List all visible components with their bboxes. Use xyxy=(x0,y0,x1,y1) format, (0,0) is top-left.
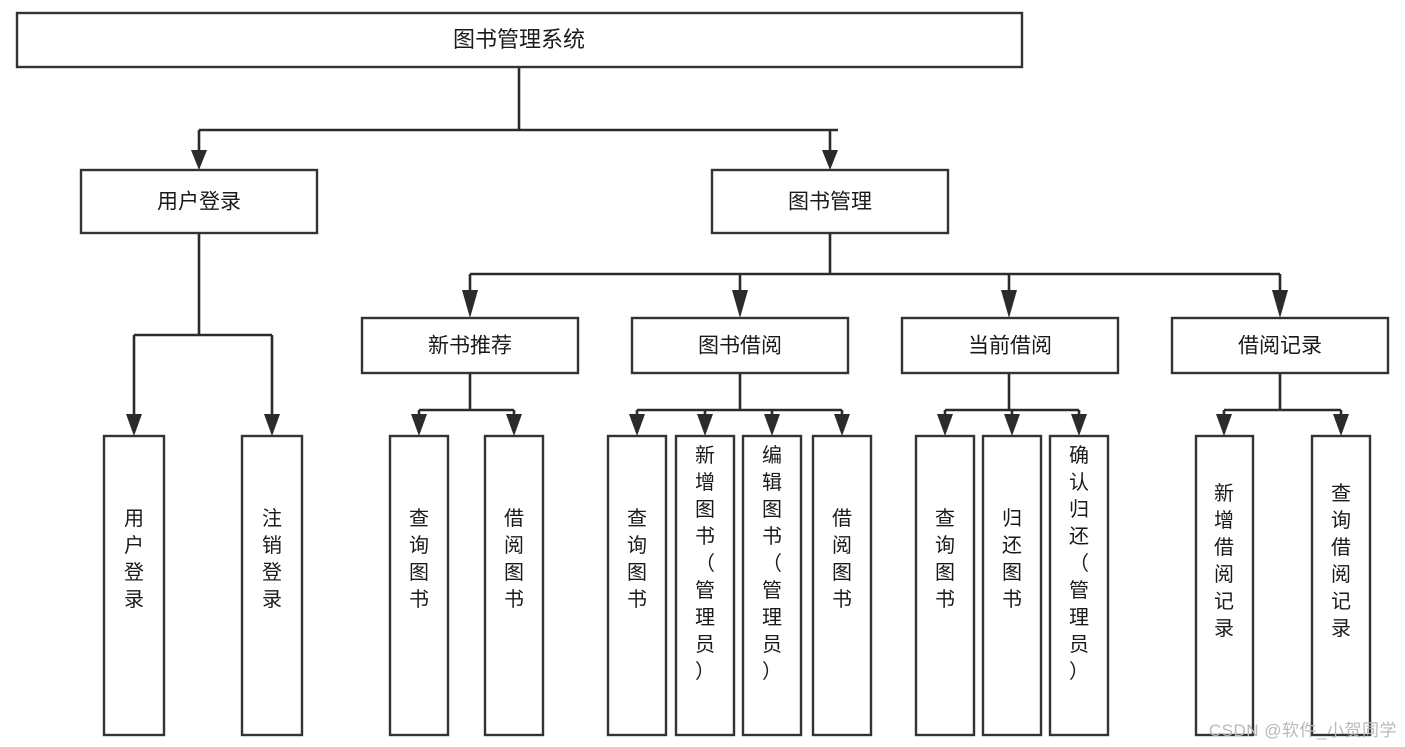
node-borrow-record[interactable]: 借阅记录 xyxy=(1170,316,1390,375)
node-leaf-user-login[interactable]: 用户登录 xyxy=(102,434,166,737)
arrowhead-leaf-borrow-book-1 xyxy=(506,414,522,436)
connector-book-management-to-level3 xyxy=(462,233,1288,318)
connector-borrow-record-to-leaves xyxy=(1216,373,1349,436)
arrowhead-leaf-query-book-2 xyxy=(629,414,645,436)
node-leaf-add-record-box[interactable] xyxy=(1194,434,1255,737)
arrowhead-user-login xyxy=(191,150,207,170)
connector-layer xyxy=(126,67,1349,436)
arrowhead-leaf-query-book-3 xyxy=(937,414,953,436)
connector-current-borrow-to-leaves xyxy=(937,373,1087,436)
node-leaf-add-book[interactable]: 新增图书（管理员） xyxy=(674,434,736,737)
node-leaf-borrow-book-2-label: 借阅图书 xyxy=(832,507,852,611)
node-leaf-user-logout[interactable]: 注销登录 xyxy=(240,434,304,737)
node-user-login-box[interactable] xyxy=(79,168,319,235)
node-leaf-user-logout-label: 注销登录 xyxy=(262,507,282,611)
node-current-borrow-label: 当前借阅 xyxy=(968,335,1052,358)
node-leaf-confirm-return-box[interactable] xyxy=(1048,434,1110,737)
arrowhead-leaf-confirm-return xyxy=(1071,414,1087,436)
node-leaf-add-record-label: 新增借阅记录 xyxy=(1214,482,1234,640)
connector-root-to-level2 xyxy=(191,67,838,170)
arrowhead-leaf-query-book-1 xyxy=(411,414,427,436)
node-borrow-record-label: 借阅记录 xyxy=(1238,335,1322,358)
arrowhead-leaf-add-record xyxy=(1216,414,1232,436)
node-leaf-query-book-1-label: 查询图书 xyxy=(409,507,429,611)
connector-user-login-to-leaves xyxy=(126,233,280,436)
arrowhead-leaf-edit-book xyxy=(764,414,780,436)
node-leaf-borrow-book-2-box[interactable] xyxy=(811,434,873,737)
node-leaf-confirm-return[interactable]: 确认归还（管理员） xyxy=(1048,434,1110,737)
node-leaf-edit-book-label: 编辑图书（管理员） xyxy=(762,444,782,683)
node-leaf-return-book[interactable]: 归还图书 xyxy=(981,434,1043,737)
arrowhead-leaf-return-book xyxy=(1004,414,1020,436)
node-leaf-return-book-box[interactable] xyxy=(981,434,1043,737)
node-book-management-box[interactable] xyxy=(710,168,950,235)
node-new-book-recommend[interactable]: 新书推荐 xyxy=(360,316,580,375)
node-current-borrow-box[interactable] xyxy=(900,316,1120,375)
node-book-management-label: 图书管理 xyxy=(788,191,872,214)
node-root-box[interactable] xyxy=(15,11,1024,69)
connector-new-book-to-leaves xyxy=(411,373,522,436)
node-book-management[interactable]: 图书管理 xyxy=(710,168,950,235)
node-leaf-query-book-3-box[interactable] xyxy=(914,434,976,737)
node-leaf-query-record-label: 查询借阅记录 xyxy=(1331,482,1351,640)
node-leaf-return-book-label: 归还图书 xyxy=(1002,507,1022,611)
node-root-label: 图书管理系统 xyxy=(453,27,585,52)
arrowhead-book-borrow xyxy=(732,290,748,318)
node-leaf-borrow-book-1-box[interactable] xyxy=(483,434,545,737)
node-new-book-recommend-box[interactable] xyxy=(360,316,580,375)
node-leaf-user-login-box[interactable] xyxy=(102,434,166,737)
node-leaf-query-record[interactable]: 查询借阅记录 xyxy=(1310,434,1372,737)
node-current-borrow[interactable]: 当前借阅 xyxy=(900,316,1120,375)
arrowhead-new-book-recommend xyxy=(462,290,478,318)
node-leaf-user-logout-box[interactable] xyxy=(240,434,304,737)
node-leaf-query-book-1-box[interactable] xyxy=(388,434,450,737)
arrowhead-current-borrow xyxy=(1001,290,1017,318)
node-book-borrow-label: 图书借阅 xyxy=(698,335,782,358)
node-leaf-borrow-book-1[interactable]: 借阅图书 xyxy=(483,434,545,737)
node-borrow-record-box[interactable] xyxy=(1170,316,1390,375)
arrowhead-leaf-user-login xyxy=(126,414,142,436)
node-leaf-edit-book[interactable]: 编辑图书（管理员） xyxy=(741,434,803,737)
node-leaf-query-record-box[interactable] xyxy=(1310,434,1372,737)
node-leaf-user-login-label: 用户登录 xyxy=(124,508,144,611)
arrowhead-leaf-add-book xyxy=(697,414,713,436)
node-leaf-query-book-2-label: 查询图书 xyxy=(627,507,647,611)
node-leaf-confirm-return-label: 确认归还（管理员） xyxy=(1069,444,1089,683)
arrowhead-leaf-query-record xyxy=(1333,414,1349,436)
node-book-borrow-box[interactable] xyxy=(630,316,850,375)
node-leaf-borrow-book-1-label: 借阅图书 xyxy=(504,507,524,611)
node-user-login[interactable]: 用户登录 xyxy=(79,168,319,235)
arrowhead-leaf-user-logout xyxy=(264,414,280,436)
connector-book-borrow-to-leaves xyxy=(629,373,850,436)
node-new-book-recommend-label: 新书推荐 xyxy=(428,335,512,358)
node-leaf-borrow-book-2[interactable]: 借阅图书 xyxy=(811,434,873,737)
node-leaf-query-book-2-box[interactable] xyxy=(606,434,668,737)
node-root[interactable]: 图书管理系统 xyxy=(15,11,1024,69)
node-leaf-add-record[interactable]: 新增借阅记录 xyxy=(1194,434,1255,737)
csdn-watermark: CSDN @软件_小贺同学 xyxy=(1208,721,1397,740)
node-leaf-query-book-1[interactable]: 查询图书 xyxy=(388,434,450,737)
node-leaf-query-book-3[interactable]: 查询图书 xyxy=(914,434,976,737)
node-leaf-query-book-3-label: 查询图书 xyxy=(935,507,955,611)
node-leaf-add-book-box[interactable] xyxy=(674,434,736,737)
node-leaf-add-book-label: 新增图书（管理员） xyxy=(695,444,715,683)
arrowhead-leaf-borrow-book-2 xyxy=(834,414,850,436)
node-leaf-edit-book-box[interactable] xyxy=(741,434,803,737)
arrowhead-borrow-record xyxy=(1272,290,1288,318)
node-user-login-label: 用户登录 xyxy=(157,191,241,214)
node-book-borrow[interactable]: 图书借阅 xyxy=(630,316,850,375)
arrowhead-book-management xyxy=(822,150,838,170)
node-leaf-query-book-2[interactable]: 查询图书 xyxy=(606,434,668,737)
